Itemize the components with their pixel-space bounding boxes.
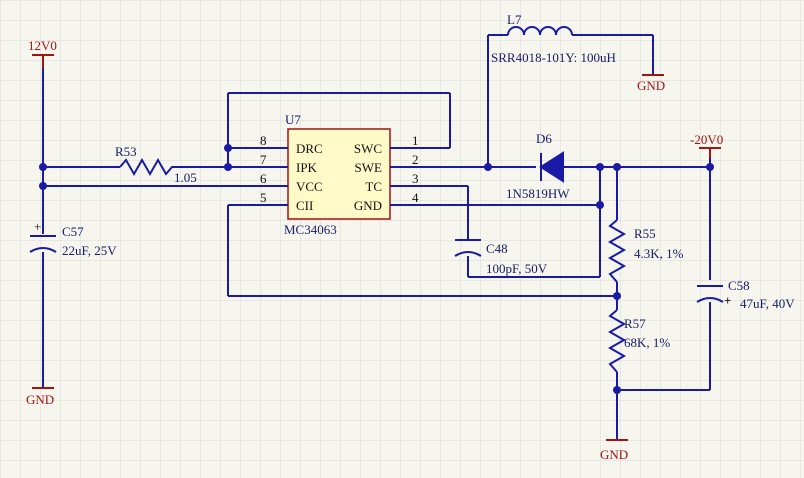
u7-pin6-name: VCC [296, 179, 323, 194]
r55-ref: R55 [634, 226, 656, 241]
u7-pin4-num: 4 [412, 190, 419, 205]
u7-pin6-num: 6 [260, 171, 267, 186]
u7-part: MC34063 [284, 222, 337, 237]
u7-pin5-num: 5 [260, 190, 267, 205]
u7-ic[interactable]: U7 MC34063 DRC IPK VCC CII SWC SWE TC GN… [228, 112, 419, 237]
u7-wiring [224, 35, 621, 300]
junction-dot [596, 201, 604, 209]
gnd-r57-label: GND [600, 447, 628, 462]
vin-net-label: 12V0 [28, 38, 57, 53]
junction-dot [224, 163, 232, 171]
vout-net-label: -20V0 [690, 132, 723, 147]
c57-value: 22uF, 25V [62, 243, 117, 258]
vout-power-port[interactable]: -20V0 [690, 132, 723, 158]
gnd-c57-port[interactable]: GND [26, 387, 54, 407]
c58-value: 47uF, 40V [740, 296, 795, 311]
polarity-mark: + [34, 219, 41, 234]
u7-pin7-num: 7 [260, 152, 267, 167]
r53-resistor[interactable]: R53 1.05 [115, 144, 197, 185]
junction-dot [596, 163, 604, 171]
gnd-c57-label: GND [26, 392, 54, 407]
r53-value: 1.05 [174, 170, 197, 185]
u7-pin4-name: GND [354, 198, 382, 213]
l7-inductor[interactable]: L7 SRR4018-101Y: 100uH [488, 12, 654, 75]
u7-pin7-name: IPK [296, 160, 318, 175]
u7-pin2-num: 2 [412, 152, 419, 167]
c58-capacitor[interactable]: C58 + 47uF, 40V [696, 278, 795, 311]
u7-pin8-num: 8 [260, 133, 267, 148]
gnd-l7-label: GND [637, 78, 665, 93]
c57-capacitor[interactable]: + C57 22uF, 25V [29, 219, 117, 258]
c48-ref: C48 [486, 241, 508, 256]
u7-body [287, 128, 391, 220]
u7-pin1-num: 1 [412, 133, 419, 148]
junction-dot [39, 163, 47, 171]
r53-ref: R53 [115, 144, 137, 159]
r55-value: 4.3K, 1% [634, 246, 684, 261]
u7-pin2-name: SWE [355, 160, 383, 175]
d6-value: 1N5819HW [506, 186, 570, 201]
u7-pin8-name: DRC [296, 141, 323, 156]
output-rail-wires [596, 148, 714, 440]
c58-ref: C58 [728, 278, 750, 293]
u7-pin3-num: 3 [412, 171, 419, 186]
junction-dot [613, 386, 621, 394]
r57-ref: R57 [624, 316, 646, 331]
gnd-l7-port[interactable]: GND [637, 74, 665, 93]
u7-pin3-name: TC [365, 179, 382, 194]
left-rail-wires [39, 68, 268, 388]
r57-value: 68K, 1% [624, 335, 670, 350]
u7-pin1-name: SWC [354, 141, 382, 156]
junction-dot [224, 144, 232, 152]
l7-value: SRR4018-101Y: 100uH [491, 50, 616, 65]
junction-dot [39, 182, 47, 190]
c57-ref: C57 [62, 224, 84, 239]
r57-resistor[interactable]: R57 68K, 1% [607, 309, 670, 373]
d6-diode[interactable]: D6 1N5819HW [506, 131, 600, 201]
c48-value: 100pF, 50V [486, 261, 548, 276]
l7-ref: L7 [507, 12, 522, 27]
u7-ref: U7 [285, 112, 301, 127]
c58-polarity-mark: + [724, 293, 731, 308]
vin-power-port[interactable]: 12V0 [28, 38, 57, 68]
d6-ref: D6 [536, 131, 552, 146]
r55-resistor[interactable]: R55 4.3K, 1% [607, 219, 684, 283]
u7-pin5-name: CII [296, 198, 313, 213]
gnd-r57-port[interactable]: GND [600, 439, 628, 462]
c48-capacitor[interactable]: C48 100pF, 50V [454, 239, 548, 276]
